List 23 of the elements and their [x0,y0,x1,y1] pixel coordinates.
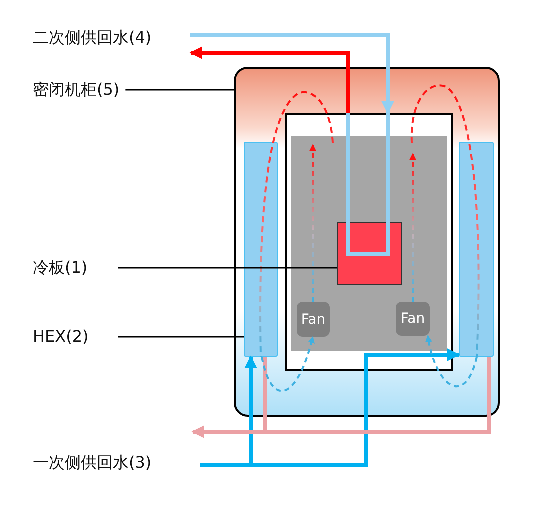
water-pipe-arrow [192,357,491,438]
cold-plate [337,222,402,285]
airflow-arrow [310,144,316,302]
sealed-cabinet [234,67,500,417]
airflow-arrow [410,153,416,302]
water-pipe-arrow [190,46,350,113]
heat-exchanger [244,142,278,357]
water-pipe-arrow [200,348,460,467]
airflow-arrow [261,336,315,392]
leader-line [118,336,244,338]
fan-box: Fan [396,302,430,336]
airflow-arrow [426,335,478,388]
leader-line [118,267,337,269]
callout-label: 密闭机柜(5) [33,80,126,100]
callout-label: HEX(2) [33,327,118,347]
water-pipe-arrow [190,33,394,114]
pipe-label: 一次侧供回水(3) [33,453,152,473]
leader-line [126,89,234,91]
heat-exchanger [459,142,494,357]
server-chassis [285,113,453,371]
callout-label: 冷板(1) [33,258,118,278]
fan-box: Fan [297,302,330,337]
pipe-label: 二次侧供回水(4) [33,28,152,48]
